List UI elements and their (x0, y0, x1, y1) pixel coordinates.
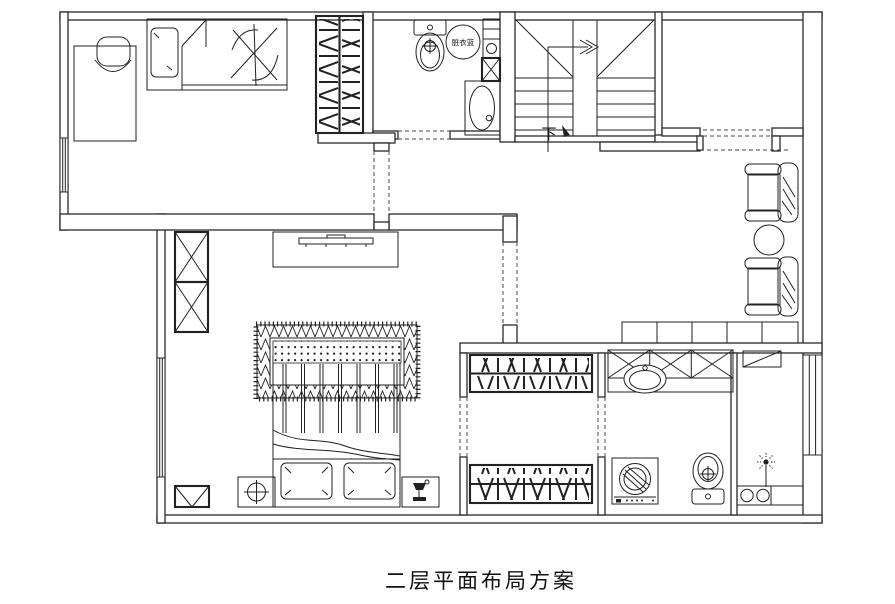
pillow-left (280, 462, 333, 500)
master-bedroom (173, 230, 440, 509)
bathroom-bottom (607, 349, 804, 506)
desk (73, 45, 137, 142)
pillow-right (343, 462, 396, 500)
closet-wardrobe-top (468, 353, 594, 394)
vanity-counter (607, 349, 734, 394)
shaft-column (173, 230, 210, 334)
staircase: 下 (515, 19, 655, 152)
single-bed (146, 18, 288, 91)
runner-dotted-band (272, 340, 402, 364)
tv (298, 234, 374, 247)
laundry-basket: 脏衣篮 (445, 24, 481, 60)
wall-shelves (482, 18, 501, 40)
corner-cabinet (173, 484, 211, 509)
laundry-basket-label: 脏衣篮 (452, 37, 475, 47)
study-bedroom (73, 14, 365, 142)
walk-in-closet (468, 353, 594, 505)
shower-head (757, 453, 775, 487)
double-bed (272, 354, 401, 508)
window-bedroom-left (156, 357, 166, 478)
stair-treads-right (597, 77, 655, 131)
nightstand-right (401, 476, 440, 508)
quilt-decor (230, 23, 279, 87)
duct-shaft (480, 56, 502, 83)
bed-runner (253, 321, 421, 402)
storage-cabinet-row (621, 321, 799, 344)
door-openings (373, 129, 788, 457)
walls (59, 11, 823, 524)
down-arrowhead (562, 125, 570, 137)
window-upper-left (59, 137, 69, 193)
basin (623, 364, 667, 394)
tv-cabinet (272, 231, 399, 268)
table-lamp-icon (413, 479, 430, 501)
shower-room (736, 350, 804, 506)
office-chair (94, 36, 132, 72)
stair-treads-left (515, 77, 573, 131)
washbasin-small (482, 38, 501, 59)
family-area (621, 162, 799, 344)
runner-fringe (253, 321, 421, 402)
nightstand-left (237, 476, 276, 508)
shower-counter (736, 485, 804, 506)
stair-direction-arrow (547, 39, 599, 152)
bathtub (464, 80, 501, 136)
wardrobe-vertical (314, 14, 365, 135)
plan-title: 二层平面布局方案 (385, 569, 577, 593)
windows (59, 137, 823, 478)
bathroom-top: 脏衣篮 (413, 18, 502, 136)
toilet (413, 19, 447, 72)
closet-wardrobe-bottom (468, 463, 594, 505)
window-shower-right (802, 354, 823, 456)
washing-machine (611, 457, 659, 505)
runner-zigzag-band (257, 325, 417, 398)
armchair-top (744, 162, 799, 223)
stairs-down-label: 下 (541, 127, 556, 143)
round-side-table (753, 224, 785, 256)
armchair-bottom (744, 256, 799, 317)
toilet-2 (691, 452, 725, 505)
